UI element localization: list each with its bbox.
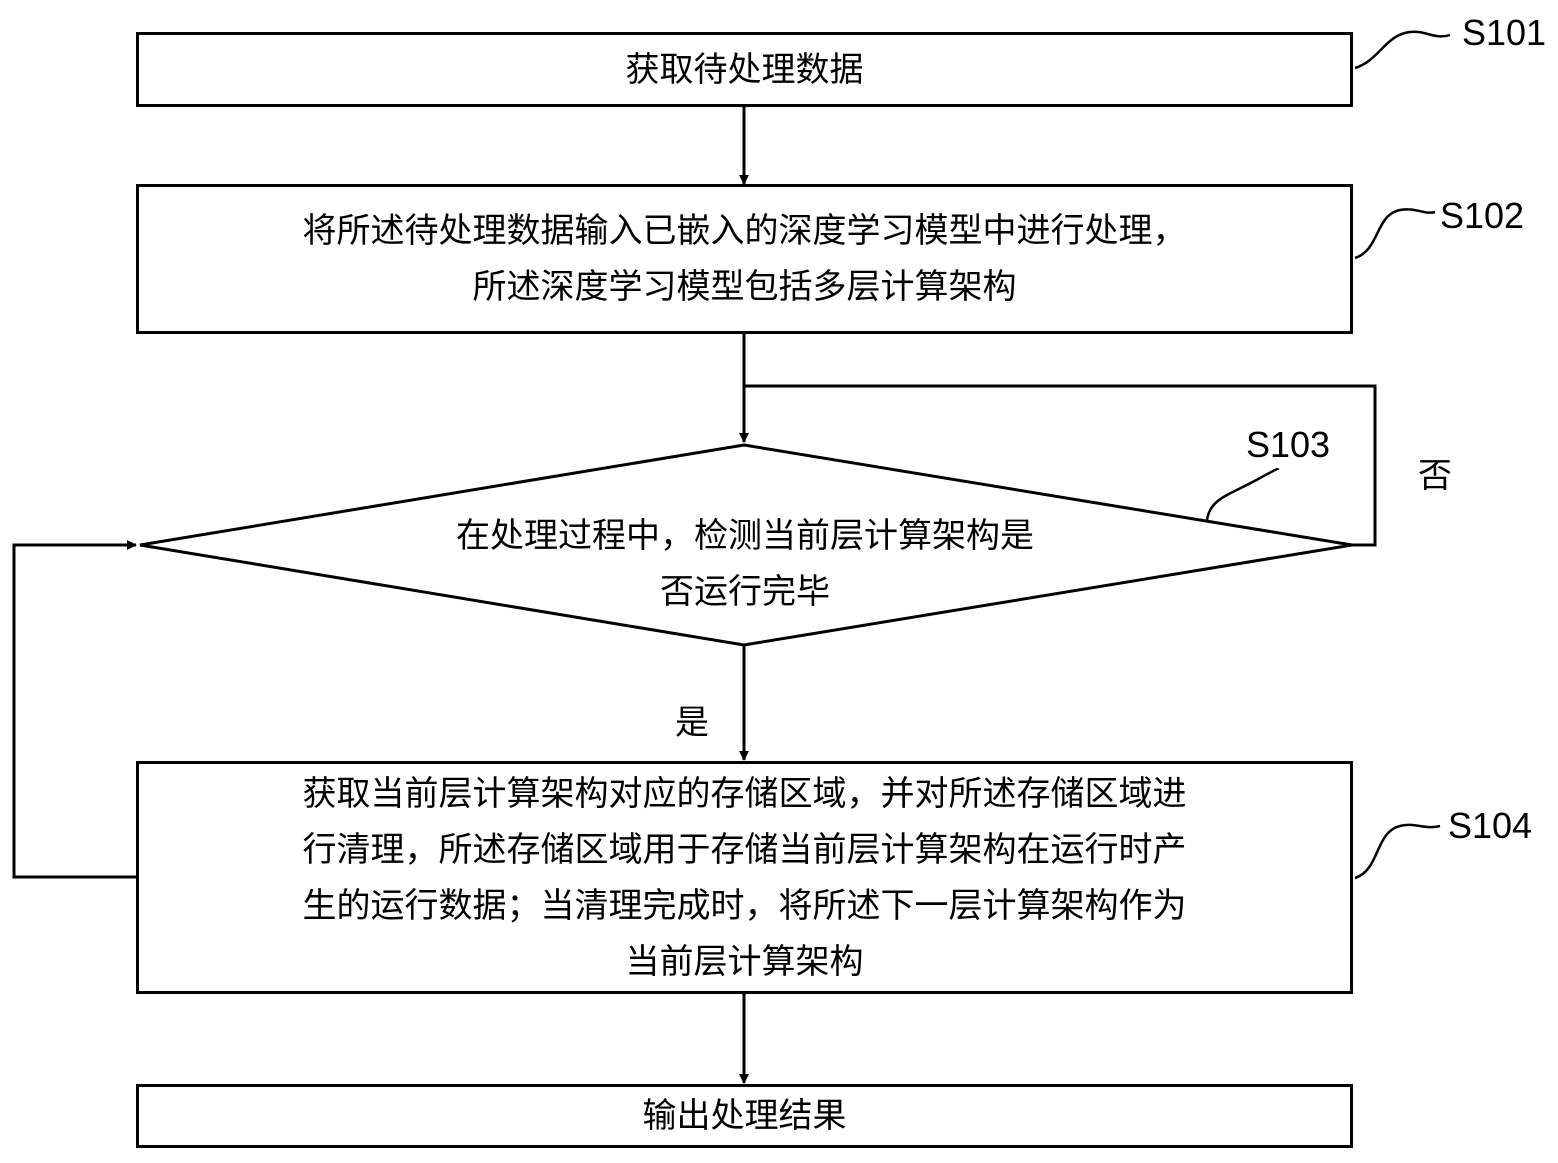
step-s104-line2: 行清理，所述存储区域用于存储当前层计算架构在运行时产 [302,829,1187,870]
step-s101-box: 获取待处理数据 [136,32,1353,107]
step-s104-line4: 当前层计算架构 [625,941,864,982]
loop-back-arrow [12,540,138,879]
step-s102-line1: 将所述待处理数据输入已嵌入的深度学习模型中进行处理， [302,211,1187,251]
leader-s101 [1354,30,1451,70]
leader-s102 [1354,208,1436,260]
step-s102-line2: 所述深度学习模型包括多层计算架构 [472,267,1017,307]
label-s101: S101 [1462,12,1547,53]
step-s103-line1: 在处理过程中，检测当前层计算架构是 [456,516,1034,556]
output-box: 输出处理结果 [136,1084,1353,1148]
step-s104-line3: 生的运行数据；当清理完成时，将所述下一层计算架构作为 [302,885,1187,926]
step-s104-line1: 获取当前层计算架构对应的存储区域，并对所述存储区域进 [302,773,1187,814]
step-s103-line2: 否运行完毕 [660,572,830,612]
step-s104-box: 获取当前层计算架构对应的存储区域，并对所述存储区域进 行清理，所述存储区域用于存… [136,761,1353,994]
label-s102: S102 [1440,195,1525,236]
branch-yes-label: 是 [675,703,709,743]
output-text: 输出处理结果 [642,1096,847,1136]
step-s101-text: 获取待处理数据 [625,49,864,90]
label-s103: S103 [1246,424,1331,465]
no-branch-loop [744,384,1377,547]
step-s102-box: 将所述待处理数据输入已嵌入的深度学习模型中进行处理， 所述深度学习模型包括多层计… [136,184,1353,334]
leader-s104 [1354,823,1441,880]
step-s103-text: 在处理过程中，检测当前层计算架构是 否运行完毕 [300,508,1190,620]
label-s104: S104 [1448,805,1533,846]
leader-s103 [1205,468,1280,521]
branch-no-label: 否 [1418,456,1452,496]
